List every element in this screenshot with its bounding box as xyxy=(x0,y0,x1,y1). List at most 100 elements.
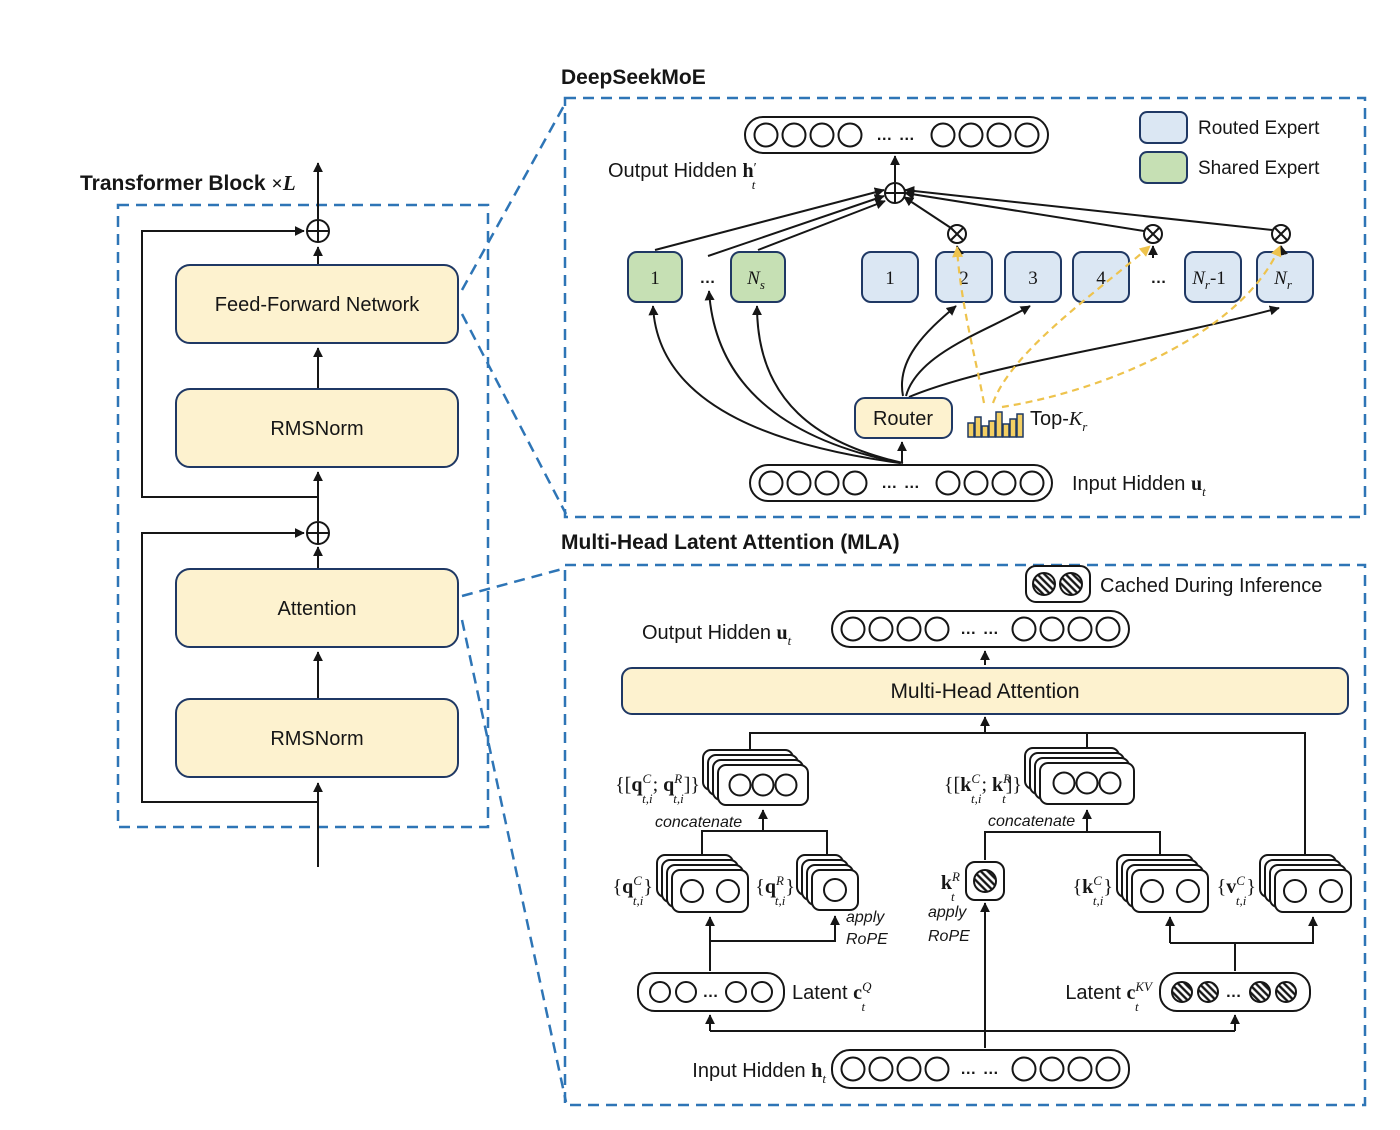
shared-expert-dots: … xyxy=(700,270,717,287)
svg-text:2: 2 xyxy=(959,268,969,289)
q-concatenate-label: concatenate xyxy=(655,814,742,831)
qkv-top-bracket xyxy=(749,732,1306,856)
routed-expert-nr-1: Nr-1 xyxy=(1184,251,1242,303)
edge-shared1-to-sum xyxy=(654,187,885,251)
deepseekmoe-panel: DeepSeekMoE 1 … Ns 1 2 3 4 … Nr-1 Nr xyxy=(561,66,1367,519)
connector-ffn-moe-bottom xyxy=(460,313,568,515)
legend-shared-label: Shared Expert xyxy=(1198,158,1320,179)
gate-multiply-icon-2 xyxy=(947,224,967,244)
connector-attn-mla-bottom xyxy=(460,619,568,1103)
mla-panel: Multi-Head Latent Attention (MLA) Cached… xyxy=(561,531,1367,1107)
edge-gate-mid-to-sum xyxy=(904,189,1145,232)
latent-q-capsule: … xyxy=(637,972,785,1012)
ffn-label: Feed-Forward Network xyxy=(215,294,421,316)
router-label: Router xyxy=(873,408,933,430)
svg-text:… …: … … xyxy=(960,621,999,638)
moe-dashed-border xyxy=(563,96,1367,519)
mla-input-hidden-label: Input Hidden ht xyxy=(692,1060,826,1086)
rmsnorm-bottom-box xyxy=(175,698,459,778)
attention-box xyxy=(175,568,459,648)
edge-input-to-shared-dots xyxy=(704,290,902,464)
k-concat-bracket xyxy=(984,831,1161,860)
edge-shared-dots-to-sum xyxy=(707,194,885,257)
residual-skip-upper xyxy=(141,226,318,498)
topk-dashed-to-gate2 xyxy=(952,246,986,404)
svg-text:4: 4 xyxy=(1096,268,1106,289)
routed-expert-dots: … xyxy=(1151,270,1168,287)
svg-text:Nr: Nr xyxy=(1273,268,1293,292)
cached-legend: Cached During Inference xyxy=(1025,565,1322,603)
edge-router-to-expert3 xyxy=(905,305,1031,397)
transformer-block-title: Transformer Block ×L xyxy=(80,171,296,195)
topk-bars-icon xyxy=(967,411,1024,438)
shared-expert-ns: Ns xyxy=(730,251,786,303)
moe-input-hidden-label: Input Hidden ut xyxy=(1072,473,1206,499)
k-concat-stack xyxy=(1024,747,1135,805)
transformer-block-panel: Feed-Forward Network RMSNorm Attention R… xyxy=(80,101,568,1103)
cached-circle-icon xyxy=(1059,572,1083,596)
edge-router-to-expertNr xyxy=(908,305,1280,398)
connector-attn-mla-top xyxy=(461,566,567,598)
vc-stack xyxy=(1259,854,1352,913)
shared-expert-1: 1 xyxy=(627,251,683,303)
residual-add1-icon xyxy=(306,219,330,243)
rmsnorm-top-box xyxy=(175,388,459,468)
routed-expert-2: 2 xyxy=(935,251,993,303)
svg-text:…: … xyxy=(1226,984,1243,1001)
svg-text:1: 1 xyxy=(650,268,660,289)
edge-input-to-sharedNs xyxy=(752,305,904,464)
mla-output-hidden-capsule: … … xyxy=(831,610,1130,648)
edge-gate2-to-sum xyxy=(903,196,952,229)
routed-expert-4: 4 xyxy=(1072,251,1130,303)
legend-routed-label: Routed Expert xyxy=(1198,118,1320,139)
moe-legend: Routed Expert Shared Expert xyxy=(1139,111,1320,184)
connector-ffn-moe-top xyxy=(460,101,568,291)
topk-dashed-to-gate-mid xyxy=(991,245,1151,404)
mla-title: Multi-Head Latent Attention (MLA) xyxy=(561,531,900,554)
mla-input-hidden-capsule: … … xyxy=(831,1049,1130,1089)
kr-rope-box xyxy=(965,861,1005,901)
multi-head-attention-label: Multi-Head Attention xyxy=(890,680,1079,703)
svg-text:… …: … … xyxy=(960,1061,999,1078)
moe-output-hidden-capsule: … … xyxy=(744,116,1049,154)
svg-text:… …: … … xyxy=(881,475,920,492)
edge-router-to-expert2 xyxy=(900,305,957,397)
svg-text:… …: … … xyxy=(876,127,915,144)
k-apply-rope-label: apply xyxy=(928,904,967,921)
mla-dashed-border xyxy=(563,563,1367,1107)
svg-text:Nr-1: Nr-1 xyxy=(1191,268,1226,292)
svg-text:Ns: Ns xyxy=(746,268,765,292)
rmsnorm-top-label: RMSNorm xyxy=(270,418,363,440)
rmsnorm-bottom-label: RMSNorm xyxy=(270,728,363,750)
edge-expertNr-to-gate xyxy=(1278,245,1288,257)
legend-shared-swatch xyxy=(1139,151,1188,184)
cached-circle-icon xyxy=(1032,572,1056,596)
legend-routed-swatch xyxy=(1139,111,1188,144)
q-apply-rope-label2: RoPE xyxy=(846,931,888,948)
q-apply-rope-label: apply xyxy=(846,909,885,926)
edge-sharedNs-to-sum xyxy=(757,199,886,251)
svg-text:3: 3 xyxy=(1028,268,1038,289)
gate-multiply-icon-mid xyxy=(1143,224,1163,244)
mla-output-hidden-label: Output Hidden ut xyxy=(642,622,792,648)
moe-input-hidden-capsule: … … xyxy=(749,464,1053,502)
q-concat-stack xyxy=(702,749,809,806)
residual-add2-icon xyxy=(306,521,330,545)
multi-head-attention-box xyxy=(621,667,1349,715)
k-concatenate-label: concatenate xyxy=(988,813,1075,830)
edge-gateNr-to-sum xyxy=(904,186,1273,231)
edge-latkv-to-vc xyxy=(1170,916,1318,944)
kc-stack xyxy=(1116,854,1209,913)
sum-add-icon xyxy=(884,182,906,204)
routed-expert-3: 3 xyxy=(1004,251,1062,303)
edge-input-to-shared1 xyxy=(648,305,901,464)
qr-stack xyxy=(796,854,859,911)
